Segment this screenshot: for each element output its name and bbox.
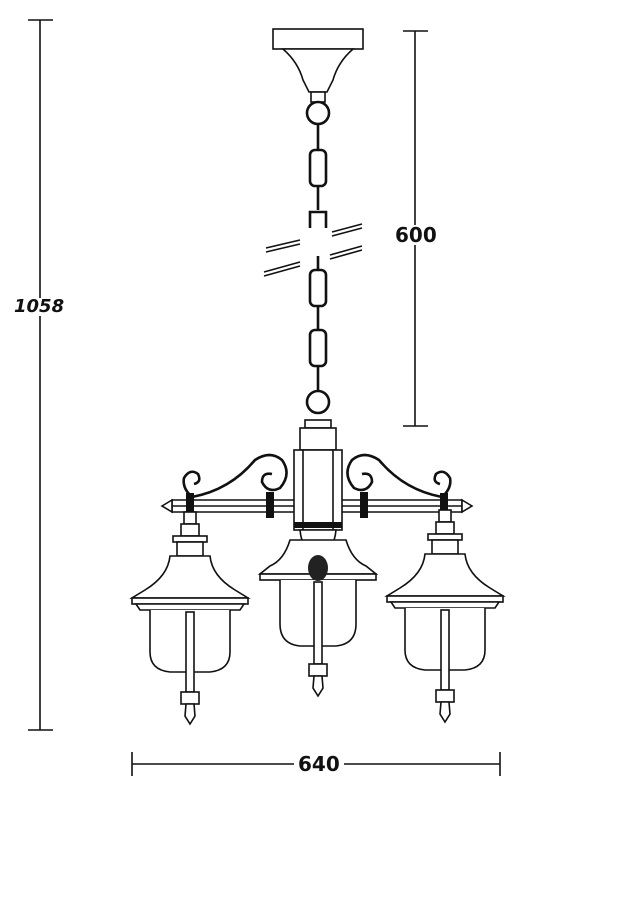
total-height-label: 1058 xyxy=(14,296,65,317)
lantern-right xyxy=(386,509,504,723)
width-label: 640 xyxy=(294,754,344,774)
chain-length-label: 600 xyxy=(395,223,437,247)
chain xyxy=(263,124,363,415)
dimension-height xyxy=(28,19,53,731)
central-body xyxy=(293,419,343,531)
lantern-center xyxy=(257,529,379,698)
lantern-left xyxy=(131,511,249,725)
ceiling-canopy xyxy=(272,28,364,126)
